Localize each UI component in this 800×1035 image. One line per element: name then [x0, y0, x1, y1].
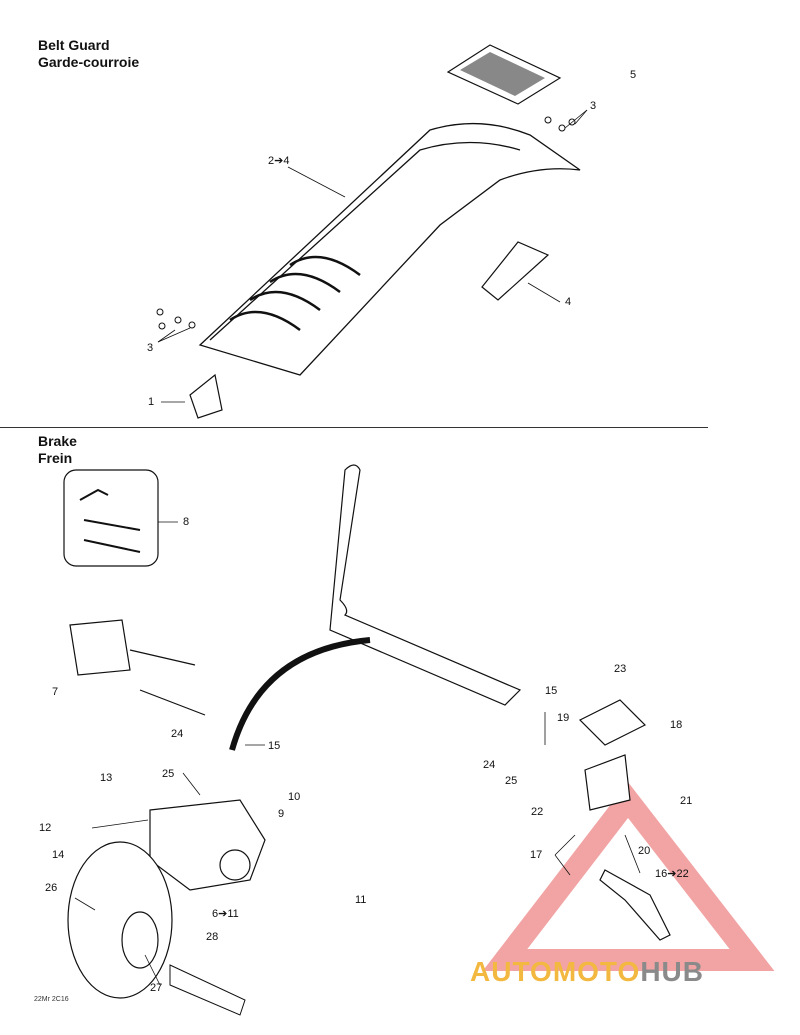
callout-25-right: 25	[505, 775, 518, 787]
callout-24-left: 24	[171, 728, 184, 740]
callout-5: 5	[630, 69, 637, 81]
master-cylinder	[578, 699, 671, 941]
callout-28: 28	[206, 931, 219, 943]
brake-title-fr: Frein	[38, 450, 73, 466]
bracket-1	[189, 373, 223, 419]
callout-13: 13	[100, 772, 113, 784]
belt-guard-cover	[198, 122, 581, 376]
callout-9: 9	[278, 808, 285, 820]
callout-15-right: 15	[545, 685, 558, 697]
brake-disc	[67, 841, 173, 999]
callout-16: 16➔22	[655, 868, 689, 880]
callout-2: 2➔4	[268, 155, 290, 167]
handlebar	[329, 464, 522, 706]
brake-bracket-7	[69, 619, 206, 716]
belt-guard-title-fr: Garde-courroie	[38, 54, 140, 70]
callout-27: 27	[150, 982, 163, 994]
callout-6: 6➔11	[212, 908, 239, 920]
callout-7: 7	[52, 686, 59, 698]
callout-12: 12	[39, 822, 52, 834]
kit-box	[63, 469, 178, 567]
diagram-code: 22Mr 2C16	[34, 996, 69, 1003]
brake-title: Brake Frein	[38, 433, 77, 467]
watermark-logo: AUTOMOTOHUB	[470, 956, 704, 988]
callout-17: 17	[530, 849, 543, 861]
callout-19: 19	[557, 712, 570, 724]
callout-10: 10	[288, 791, 301, 803]
callout-11: 11	[355, 894, 367, 906]
leader-lines	[157, 109, 588, 403]
callout-22: 22	[531, 806, 544, 818]
callout-26: 26	[45, 882, 58, 894]
callout-23: 23	[614, 663, 627, 675]
watermark-part-b: HUB	[640, 956, 704, 987]
callout-15-left: 15	[268, 740, 281, 752]
callout-4: 4	[565, 296, 572, 308]
caliper	[149, 799, 266, 891]
decal-4	[481, 241, 550, 301]
callout-14: 14	[52, 849, 65, 861]
nut-icons	[156, 116, 576, 330]
watermark-part-a: AUTOMOTO	[470, 956, 641, 987]
callout-18: 18	[670, 719, 683, 731]
callout-21: 21	[680, 795, 693, 807]
brake-title-en: Brake	[38, 433, 77, 449]
callout-3-left: 3	[147, 342, 154, 354]
callout-24-right: 24	[483, 759, 496, 771]
brake-hose	[229, 637, 371, 751]
callout-25-left: 25	[162, 768, 175, 780]
watermark-triangle-icon	[482, 781, 775, 971]
callout-1: 1	[148, 396, 155, 408]
shaft	[169, 964, 246, 1016]
brake-leader-lines	[74, 712, 641, 986]
belt-guard-title-en: Belt Guard	[38, 37, 110, 53]
callout-8: 8	[183, 516, 190, 528]
decal-panel	[446, 44, 562, 105]
callout-20: 20	[638, 845, 651, 857]
callout-3-right: 3	[590, 100, 597, 112]
belt-guard-title: Belt Guard Garde-courroie	[38, 37, 139, 71]
section-divider	[0, 427, 708, 428]
